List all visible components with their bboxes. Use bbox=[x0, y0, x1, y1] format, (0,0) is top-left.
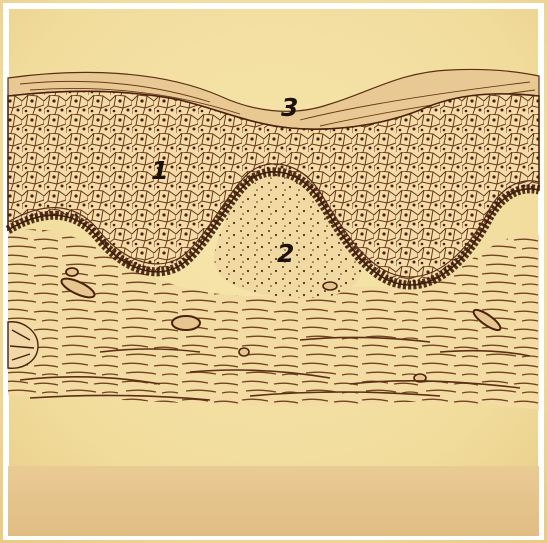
vessel bbox=[239, 348, 249, 356]
label-3: 3 bbox=[281, 95, 298, 120]
lower-band bbox=[8, 466, 539, 536]
vessel bbox=[172, 316, 200, 330]
vessel bbox=[66, 268, 78, 276]
vessel bbox=[323, 282, 337, 290]
label-2: 2 bbox=[277, 241, 294, 266]
label-1: 1 bbox=[151, 158, 168, 183]
